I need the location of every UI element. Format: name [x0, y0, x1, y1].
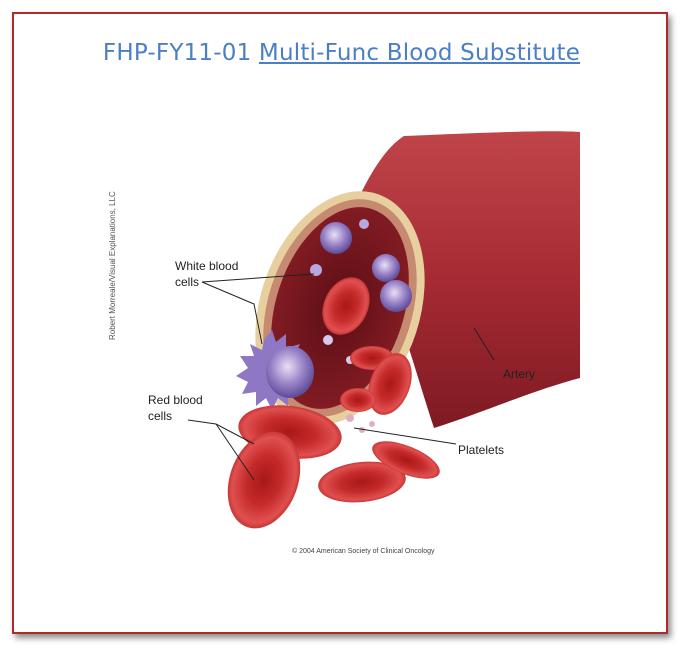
title-link[interactable]: Multi-Func Blood Substitute	[259, 40, 580, 66]
title-prefix: FHP-FY11-01	[103, 40, 252, 66]
label-white-blood-cells: White blood cells	[175, 258, 265, 290]
blood-vessel-illustration	[104, 128, 580, 568]
red-blood-cells	[215, 399, 445, 539]
slide-title: FHP-FY11-01 Multi-Func Blood Substitute	[0, 40, 683, 66]
label-red-blood-cells: Red blood cells	[148, 392, 228, 424]
label-artery: Artery	[503, 366, 535, 382]
copyright-notice: © 2004 American Society of Clinical Onco…	[292, 548, 435, 555]
image-credit: Robert Morreale/Visual Explanations, LLC	[108, 191, 117, 340]
label-platelets: Platelets	[458, 442, 504, 458]
